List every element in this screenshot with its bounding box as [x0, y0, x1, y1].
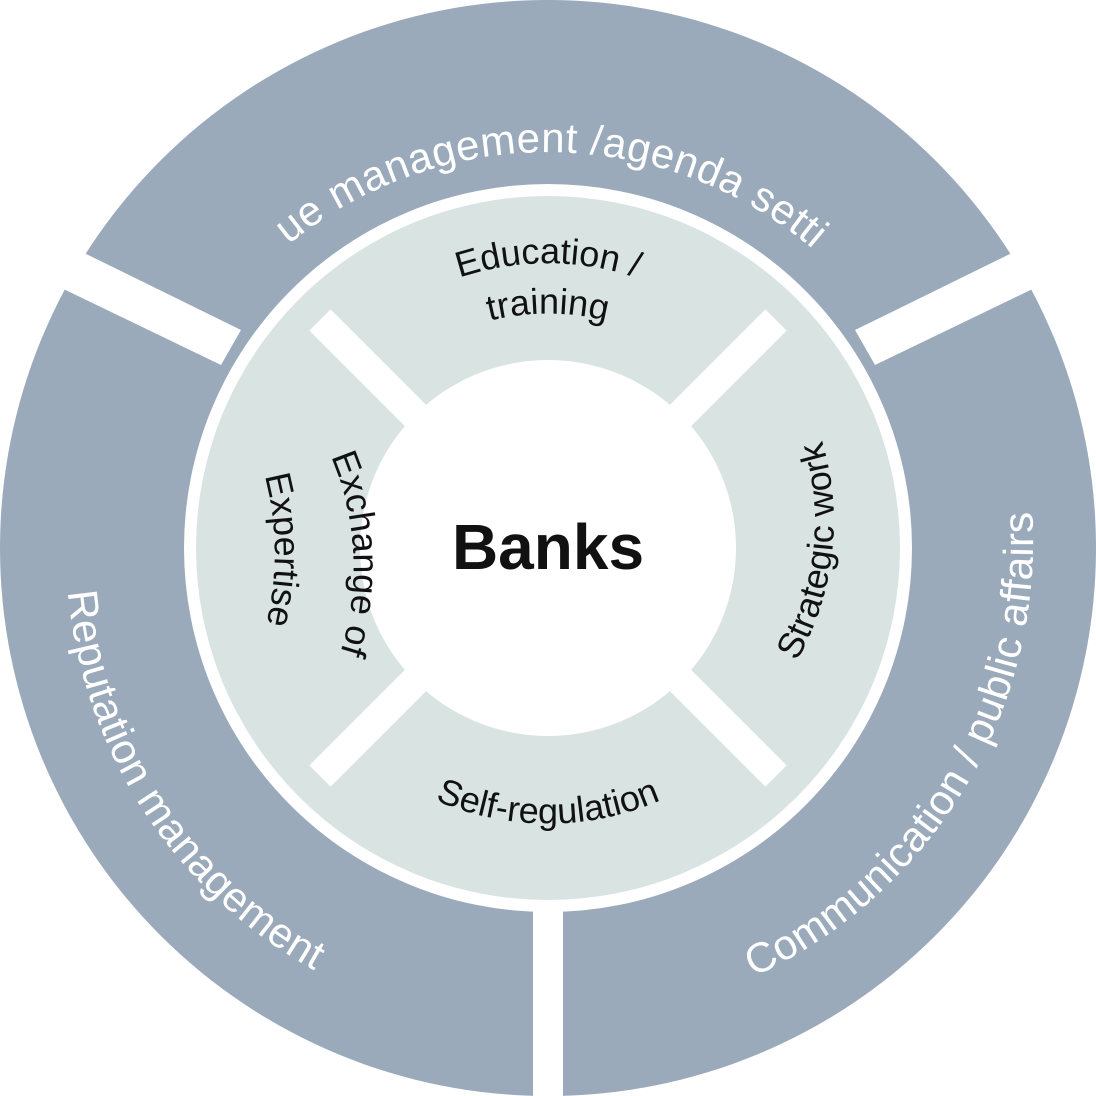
outer-divider-bottom: [533, 905, 563, 1096]
center-label: Banks: [452, 511, 644, 583]
center-circle: [360, 360, 736, 736]
inner-label-education-line2: training: [482, 281, 613, 329]
outer-divider-right: [855, 250, 1045, 365]
outer-divider-left: [51, 250, 241, 365]
